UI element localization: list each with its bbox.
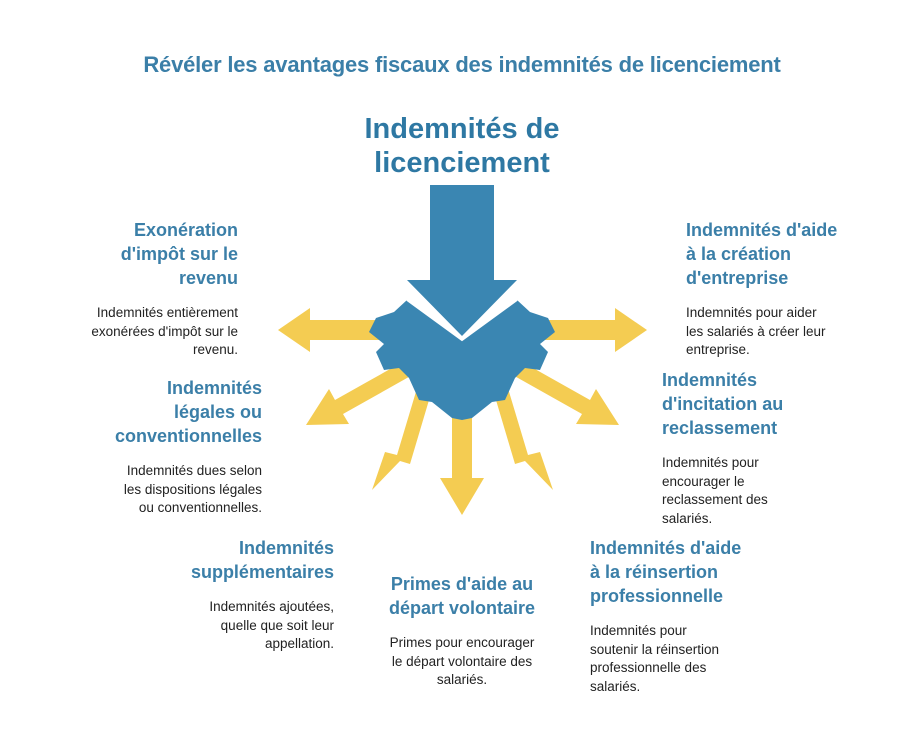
item-heading: Indemnités d'aide à la réinsertion profe…	[590, 538, 742, 606]
central-hub	[369, 185, 555, 420]
item-heading: Primes d'aide au départ volontaire	[388, 574, 536, 618]
arrow-lower-right	[502, 355, 619, 425]
item-description: Primes pour encourager le départ volonta…	[389, 635, 535, 687]
item-description: Indemnités dues selon les dispositions l…	[123, 463, 262, 515]
arrow-lower-left	[306, 355, 423, 425]
item-heading: Indemnités légales ou conventionnelles	[114, 378, 262, 446]
item-redeployment-incentive: Indemnités d'incitation au reclassement …	[662, 368, 862, 528]
item-supplementary: Indemnités supplémentaires Indemnités aj…	[134, 536, 334, 654]
item-heading: Exonération d'impôt sur le revenu	[120, 220, 238, 288]
item-heading: Indemnités d'aide à la création d'entrep…	[686, 220, 838, 288]
item-description: Indemnités pour aider les salariés à cré…	[686, 305, 826, 357]
hub-burst	[369, 300, 555, 420]
item-voluntary-departure: Primes d'aide au départ volontaire Prime…	[357, 572, 567, 690]
arrow-down-right	[493, 385, 553, 490]
item-professional-reintegration: Indemnités d'aide à la réinsertion profe…	[590, 536, 800, 696]
item-legal-conventional: Indemnités légales ou conventionnelles I…	[62, 376, 262, 518]
item-description: Indemnités entièrement exonérées d'impôt…	[91, 305, 238, 357]
item-business-creation: Indemnités d'aide à la création d'entrep…	[686, 218, 896, 360]
hub-lines	[406, 299, 518, 342]
arrow-left	[278, 308, 415, 352]
item-heading: Indemnités supplémentaires	[190, 538, 334, 582]
item-description: Indemnités ajoutées, quelle que soit leu…	[209, 599, 334, 651]
item-income-tax-exemption: Exonération d'impôt sur le revenu Indemn…	[40, 218, 238, 360]
central-topic-line-2: licenciement	[374, 147, 550, 179]
central-topic-line-1: Indemnités de	[364, 113, 560, 145]
page-title: Révéler les avantages fiscaux des indemn…	[143, 52, 781, 77]
hub-chevron	[406, 299, 518, 342]
main-down-arrow	[407, 185, 517, 336]
item-description: Indemnités pour encourager le reclasseme…	[662, 455, 768, 526]
yellow-arrows	[278, 308, 647, 515]
arrow-right	[510, 308, 647, 352]
item-description: Indemnités pour soutenir la réinsertion …	[590, 623, 720, 694]
central-topic: Indemnités de licenciement	[332, 112, 592, 180]
arrow-down-left	[372, 385, 432, 490]
item-heading: Indemnités d'incitation au reclassement	[662, 370, 784, 438]
arrow-down	[440, 415, 484, 515]
